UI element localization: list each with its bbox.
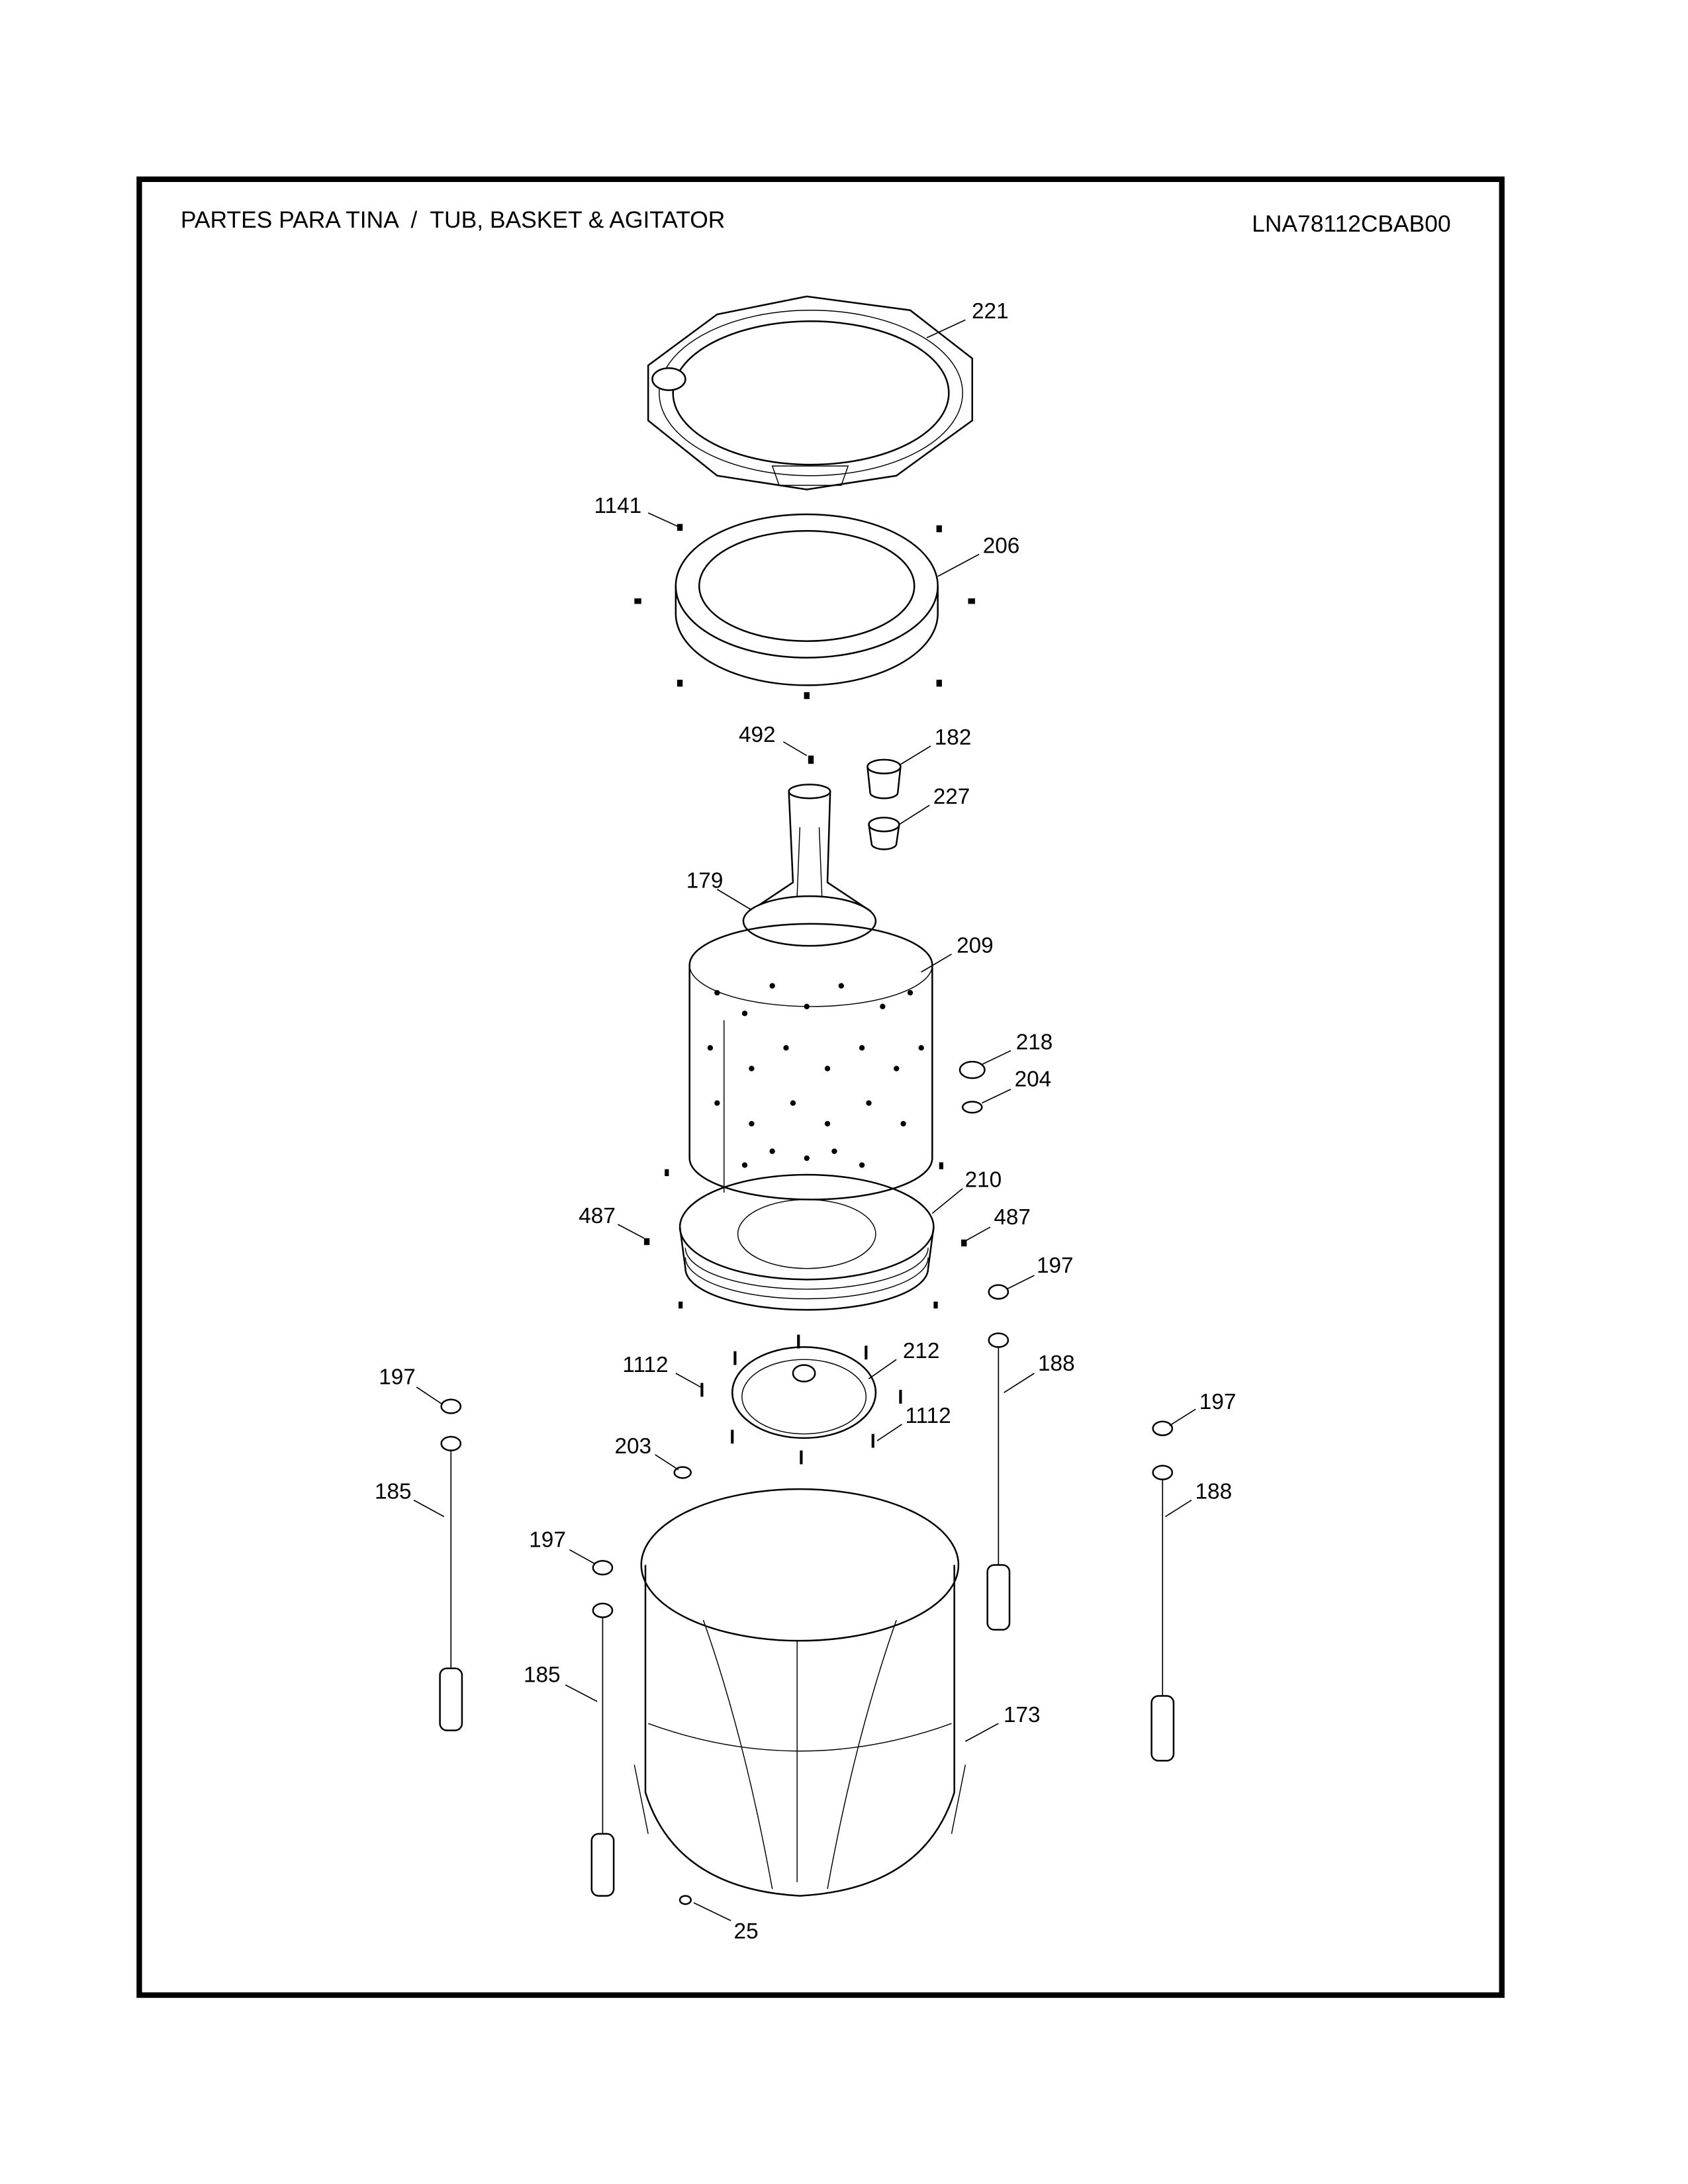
callout-487-left: 487 [579,1204,616,1228]
balance-ring-part [675,513,939,686]
callout-492: 492 [739,723,776,747]
callout-185-b: 185 [524,1663,561,1688]
cap-parts [867,758,902,850]
callout-227: 227 [933,785,970,809]
callout-212: 212 [903,1339,940,1363]
callout-487-right: 487 [994,1205,1031,1230]
callout-188-b: 188 [1196,1480,1233,1504]
leader-lines [413,319,1196,1921]
callout-197-b: 197 [379,1365,416,1390]
diagram-title: PARTES PARA TINA / TUB, BASKET & AGITATO… [181,206,725,233]
suspension-rods [439,1284,1175,1897]
callout-188-a: 188 [1038,1351,1075,1376]
nut-washer-parts [959,1060,986,1114]
callout-197-c: 197 [1199,1390,1237,1414]
screw-492 [808,755,814,764]
drive-hub-part [673,1334,902,1479]
callout-173: 173 [1004,1703,1041,1727]
model-number: LNA78112CBAB00 [1252,210,1451,237]
ring-screws [634,523,975,700]
callout-179: 179 [686,869,724,893]
callout-197-a: 197 [1037,1253,1074,1278]
callout-221: 221 [972,299,1009,324]
callout-185-a: 185 [375,1480,412,1504]
diagram-frame [136,176,1505,1998]
callout-1141: 1141 [594,494,641,518]
callout-25: 25 [734,1919,759,1944]
callout-182: 182 [935,725,972,750]
callout-210: 210 [965,1168,1002,1193]
basket-part [688,923,933,1201]
callout-1112-right: 1112 [905,1404,951,1428]
callout-206: 206 [983,533,1020,558]
callout-218: 218 [1016,1030,1053,1054]
outer-tub-part [633,1488,966,1905]
callout-labels: 221 1141 206 492 182 227 179 209 218 204… [375,299,1236,1944]
callout-209: 209 [957,934,994,958]
agitator-part [742,784,877,947]
callout-1112-left: 1112 [622,1353,668,1377]
callout-197-d: 197 [529,1528,566,1553]
callout-203: 203 [614,1434,651,1459]
basket-bottom-part [643,1162,967,1311]
callout-204: 204 [1015,1068,1052,1092]
tub-cover-part [647,295,974,490]
